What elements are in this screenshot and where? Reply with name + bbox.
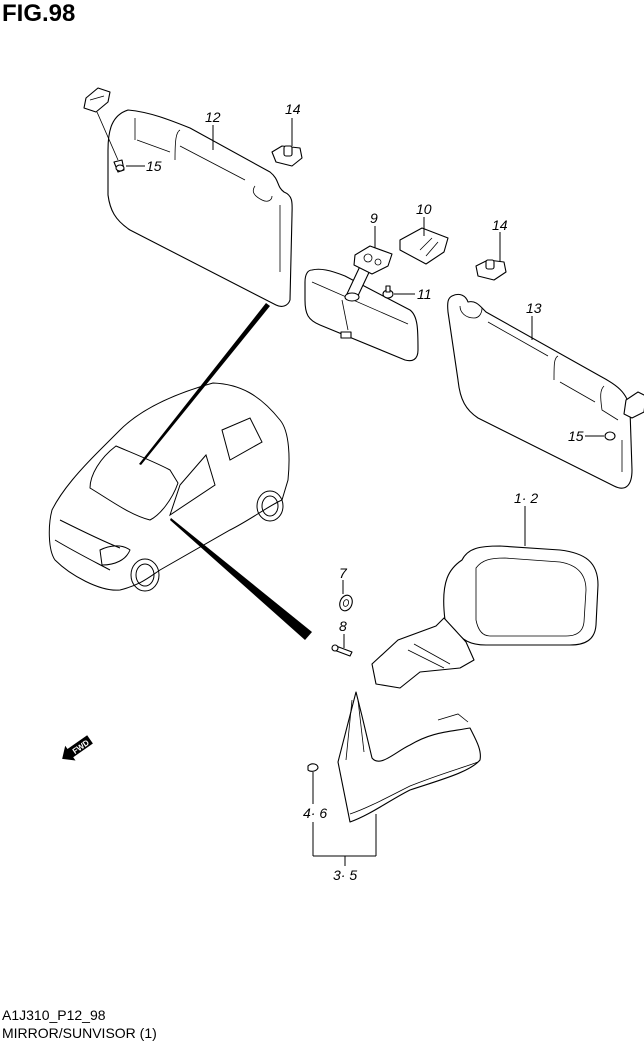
holder-14-right[interactable] — [475, 259, 507, 281]
figure-code: A1J310_P12_98 — [2, 1007, 106, 1023]
callout-12: 12 — [205, 109, 221, 125]
screw-11[interactable] — [382, 285, 394, 299]
callout-8: 8 — [339, 618, 347, 634]
screw-8[interactable] — [331, 644, 353, 657]
callout-3-5: 3· 5 — [333, 867, 357, 883]
pointer-wedge-upper — [139, 303, 270, 465]
holder-14-left[interactable] — [271, 145, 303, 167]
callout-14-left: 14 — [285, 101, 301, 117]
callout-13: 13 — [526, 300, 542, 316]
callout-10: 10 — [416, 201, 432, 217]
fwd-arrow-icon: FWD — [62, 735, 93, 761]
inside-mirror[interactable] — [304, 245, 419, 362]
washer-7[interactable] — [338, 593, 355, 612]
callout-4-6: 4· 6 — [303, 805, 327, 821]
sunvisor-12[interactable] — [83, 87, 293, 307]
mirror-garnish[interactable] — [337, 691, 481, 823]
pointer-wedge-lower — [170, 518, 312, 640]
figure-title: FIG.98 — [2, 0, 76, 27]
callout-11: 11 — [417, 286, 432, 302]
callout-15-left: 15 — [146, 158, 162, 174]
sunvisor-13[interactable] — [447, 293, 644, 489]
outside-mirror[interactable] — [371, 545, 599, 689]
vehicle-illustration — [48, 382, 290, 592]
callout-14-right: 14 — [492, 217, 508, 233]
mirror-cover-10[interactable] — [399, 227, 449, 265]
callout-1-2: 1· 2 — [514, 490, 538, 506]
callout-9: 9 — [370, 210, 378, 226]
callout-15-right: 15 — [568, 428, 584, 444]
callout-7: 7 — [339, 565, 348, 581]
clip-4-6[interactable] — [307, 763, 319, 772]
figure-name: MIRROR/SUNVISOR (1) — [2, 1025, 157, 1041]
